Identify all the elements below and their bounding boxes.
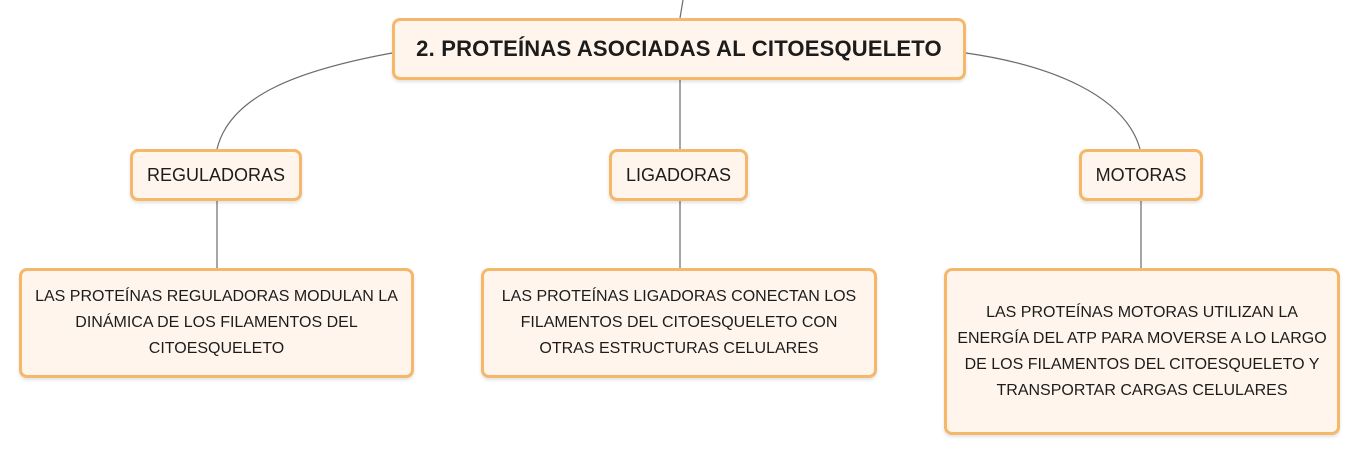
category-label-ligadoras: LIGADORAS xyxy=(625,164,732,185)
description-node-motoras[interactable]: LAS PROTEÍNAS MOTORAS UTILIZAN LA ENERGÍ… xyxy=(944,268,1340,435)
category-label-motoras: MOTORAS xyxy=(1095,164,1187,185)
category-node-motoras[interactable]: MOTORAS xyxy=(1079,149,1203,201)
connector-parent-to-root xyxy=(679,0,684,19)
description-node-ligadoras[interactable]: LAS PROTEÍNAS LIGADORAS CONECTAN LOS FIL… xyxy=(481,268,877,378)
description-text-ligadoras: LAS PROTEÍNAS LIGADORAS CONECTAN LOS FIL… xyxy=(501,288,857,357)
description-text-reguladoras: LAS PROTEÍNAS REGULADORAS MODULAN LA DIN… xyxy=(35,288,398,357)
root-node-label: 2. PROTEÍNAS ASOCIADAS AL CITOESQUELETO xyxy=(416,36,942,61)
root-node[interactable]: 2. PROTEÍNAS ASOCIADAS AL CITOESQUELETO xyxy=(392,18,966,80)
description-text-motoras: LAS PROTEÍNAS MOTORAS UTILIZAN LA ENERGÍ… xyxy=(957,303,1327,399)
connector-root-to-motoras xyxy=(965,52,1141,150)
description-node-reguladoras[interactable]: LAS PROTEÍNAS REGULADORAS MODULAN LA DIN… xyxy=(19,268,414,378)
connector-root-to-reguladoras xyxy=(216,52,393,150)
category-label-reguladoras: REGULADORAS xyxy=(146,164,286,185)
category-node-reguladoras[interactable]: REGULADORAS xyxy=(130,149,302,201)
category-node-ligadoras[interactable]: LIGADORAS xyxy=(609,149,748,201)
